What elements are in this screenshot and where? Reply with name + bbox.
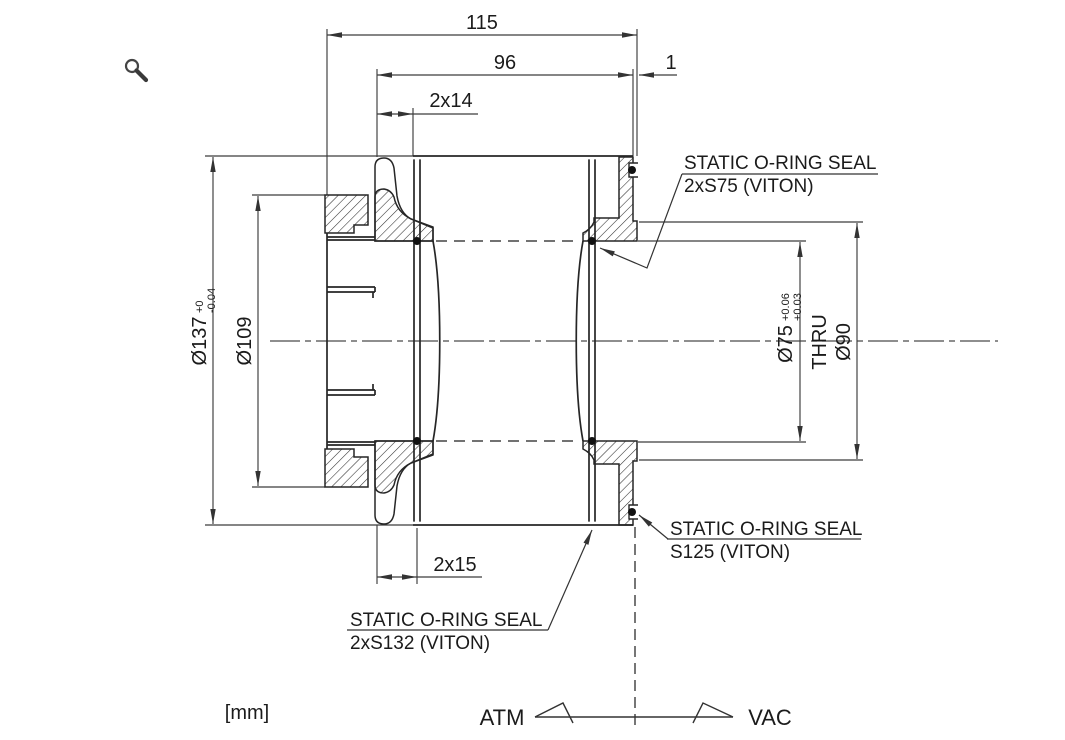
oring-dot	[628, 166, 636, 174]
atm-label: ATM	[480, 705, 525, 730]
extension-lines	[205, 29, 863, 584]
callout-s132: STATIC O-RING SEAL 2xS132 (VITON)	[347, 529, 593, 654]
magnifier-lens	[124, 58, 140, 74]
atm-arrow-symbol	[534, 702, 574, 724]
callout-s75: STATIC O-RING SEAL 2xS75 (VITON)	[599, 153, 878, 269]
dimension-texts: 115 96 1 2x14 2x15 Ø137 +0 -0.04 Ø109 Ø7…	[189, 12, 855, 576]
dim-thru-label: THRU	[809, 314, 831, 370]
oring-groove-slots	[413, 159, 596, 522]
flange-section-top	[582, 156, 638, 242]
break-curve-left	[432, 240, 441, 442]
magnifier-handle	[134, 68, 149, 83]
oring-cross-sections	[413, 166, 636, 516]
dimension-lines	[210, 32, 860, 580]
dim-96: 96	[494, 52, 516, 74]
callout-s75-title: STATIC O-RING SEAL	[684, 153, 877, 174]
callout-s132-spec: 2xS132 (VITON)	[350, 633, 490, 654]
centerlines	[270, 240, 998, 731]
part-section	[324, 155, 638, 526]
dim-d75-value: Ø75	[775, 325, 797, 363]
callout-s125-leader	[638, 514, 669, 540]
oring-dot	[588, 237, 596, 245]
lip-section-bottom	[374, 440, 434, 494]
flange-section-bottom	[582, 440, 638, 526]
sleeve-rib-bottom	[327, 384, 376, 396]
dim-d109: Ø109	[234, 317, 256, 366]
callout-s75-spec: 2xS75 (VITON)	[684, 176, 814, 197]
vac-label: VAC	[748, 705, 792, 730]
callout-s75-leader	[599, 173, 683, 269]
dim-d75-tol-upper: +0.06	[780, 293, 792, 321]
callout-s132-title: STATIC O-RING SEAL	[350, 610, 543, 631]
clamp-ring-section-bottom	[324, 448, 369, 488]
dim-115: 115	[466, 12, 498, 34]
dim-d137-tol-upper: +0	[194, 300, 206, 313]
dim-d137-tol-lower: -0.04	[206, 288, 218, 313]
units-note: [mm]	[225, 702, 269, 724]
oring-dot	[588, 437, 596, 445]
callouts: STATIC O-RING SEAL 2xS75 (VITON) STATIC …	[347, 153, 878, 654]
dim-d75-tol-lower: +0.03	[792, 293, 804, 321]
zoom-icon[interactable]	[124, 58, 149, 83]
side-indicators: [mm] ATM VAC	[225, 702, 792, 730]
dim-d75: Ø75 +0.06 +0.03	[775, 293, 804, 363]
dim-d109-value: Ø109	[234, 317, 256, 366]
dim-d137-value: Ø137	[189, 317, 211, 366]
dim-thru: THRU	[809, 314, 831, 370]
vac-arrow-symbol	[692, 702, 734, 724]
dim-2x14: 2x14	[429, 90, 472, 112]
dim-d137: Ø137 +0 -0.04	[189, 288, 218, 366]
callout-s132-leader	[547, 529, 593, 631]
oring-dot	[628, 508, 636, 516]
lip-section-top	[374, 188, 434, 242]
dim-2x15: 2x15	[433, 554, 476, 576]
oring-dot	[413, 437, 421, 445]
callout-s125: STATIC O-RING SEAL S125 (VITON)	[638, 514, 863, 563]
oring-dot	[413, 237, 421, 245]
dim-d90: Ø90	[833, 323, 855, 361]
sleeve-rib-top	[327, 286, 376, 298]
clamp-ring-section-top	[324, 194, 369, 234]
callout-s125-title: STATIC O-RING SEAL	[670, 519, 863, 540]
callout-s125-spec: S125 (VITON)	[670, 542, 790, 563]
dim-d90-value: Ø90	[833, 323, 855, 361]
dim-1: 1	[665, 52, 676, 74]
break-curve-right	[575, 240, 584, 442]
